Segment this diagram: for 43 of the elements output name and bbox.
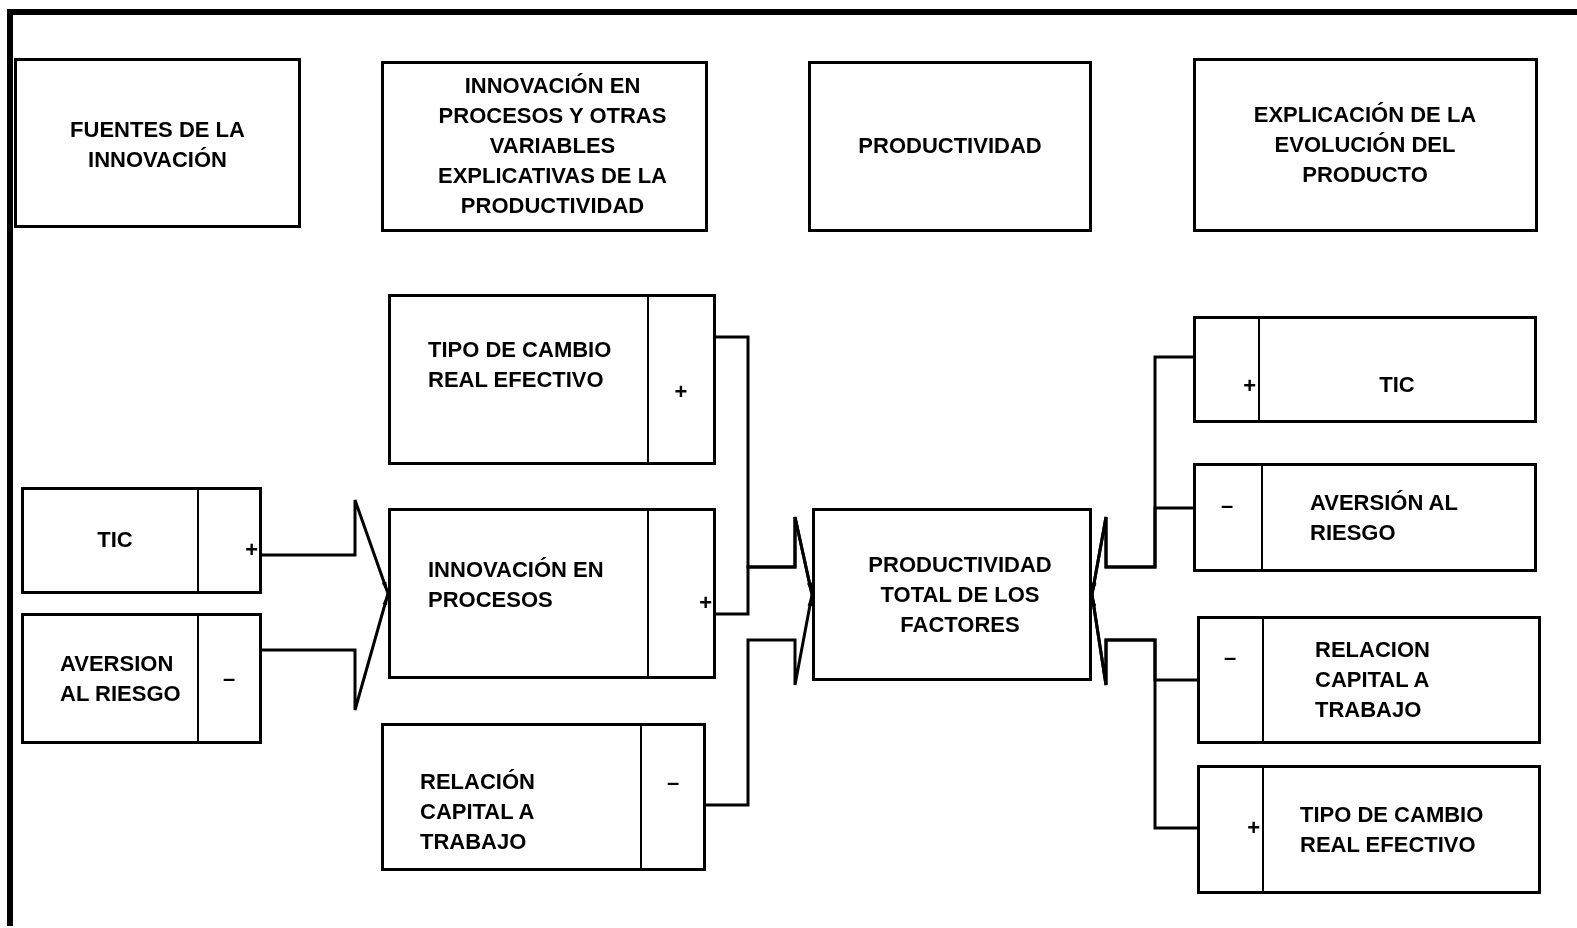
node-label: FUENTES DE LA INNOVACIÓN: [69, 116, 246, 174]
node-label: TIPO DE CAMBIO REAL EFECTIVO: [1300, 801, 1485, 859]
process-box: [381, 61, 708, 232]
block-arrow: [1090, 506, 1193, 595]
factor-box: [388, 508, 716, 679]
factor-box: [1193, 463, 1537, 572]
sign-label: +: [673, 378, 689, 406]
node-label: TIC: [1378, 371, 1416, 399]
sign-label: +: [1242, 372, 1256, 400]
node-label: AVERSION AL RIESGO: [60, 649, 182, 708]
sign-label: +: [1246, 814, 1260, 842]
node-label: TIC: [96, 526, 134, 554]
factor-box: [1197, 616, 1541, 744]
block-arrow: [716, 515, 814, 616]
node-label: EXPLICACIÓN DE LA EVOLUCIÓN DEL PRODUCTO: [1252, 101, 1478, 189]
process-box: [808, 61, 1092, 232]
factor-box: [21, 487, 262, 594]
block-arrow: [262, 498, 390, 594]
process-box: [812, 508, 1092, 681]
sign-label: –: [1222, 644, 1238, 672]
node-label: INNOVACIÓN EN PROCESOS: [428, 556, 605, 614]
factor-box: [388, 294, 716, 465]
node-label: RELACION CAPITAL A TRABAJO: [1315, 636, 1431, 724]
process-box: [1193, 58, 1538, 232]
sign-label: –: [221, 664, 237, 693]
factor-box: [1193, 316, 1537, 423]
process-box: [14, 58, 301, 228]
node-label: AVERSIÓN AL RIESGO: [1310, 488, 1459, 547]
sign-label: +: [244, 536, 258, 564]
node-label: TIPO DE CAMBIO REAL EFECTIVO: [428, 336, 613, 394]
factor-box: [381, 723, 706, 871]
factor-box: [21, 613, 262, 744]
block-arrow: [262, 593, 390, 712]
block-arrow: [706, 594, 814, 807]
node-label: RELACIÓN CAPITAL A TRABAJO: [420, 768, 536, 856]
node-label: PRODUCTIVIDAD: [857, 132, 1043, 160]
sign-label: –: [665, 769, 681, 797]
factor-box: [1197, 765, 1541, 894]
node-label: INNOVACIÓN EN PROCESOS Y OTRAS VARIABLES EXPLICATIVAS DE LA PRODUCTIVIDAD: [437, 72, 668, 220]
block-arrow: [1090, 594, 1197, 830]
node-label: PRODUCTIVIDAD TOTAL DE LOS FACTORES: [867, 551, 1053, 639]
sign-label: +: [698, 589, 712, 617]
sign-label: –: [1219, 492, 1235, 520]
